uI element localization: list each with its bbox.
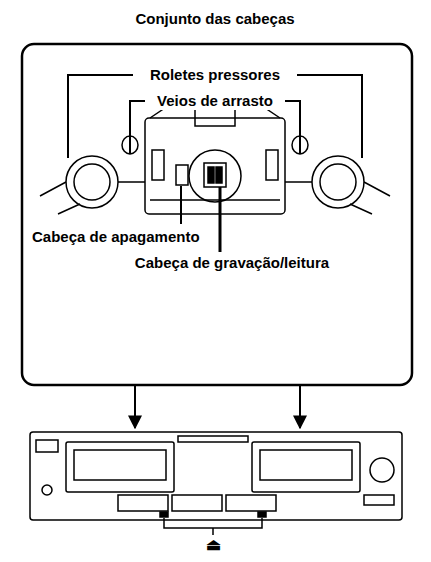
leader-lines (212, 528, 214, 535)
part-label: Roletes pressores (148, 66, 282, 84)
pointer-arrow (299, 386, 301, 428)
leader-lines (164, 518, 262, 528)
leader-lines (68, 75, 362, 252)
title: Conjunto das cabeças (133, 10, 296, 28)
cassette-deck (30, 432, 402, 520)
detail-panel (22, 44, 412, 385)
part-label: Veios de arrasto (155, 92, 275, 110)
eject-symbol: ⏏ (204, 536, 223, 554)
pointer-arrow (134, 386, 136, 428)
part-label: Cabeça de gravação/leitura (133, 254, 331, 272)
head-assembly (40, 108, 390, 214)
part-label: Cabeça de apagamento (30, 228, 202, 246)
